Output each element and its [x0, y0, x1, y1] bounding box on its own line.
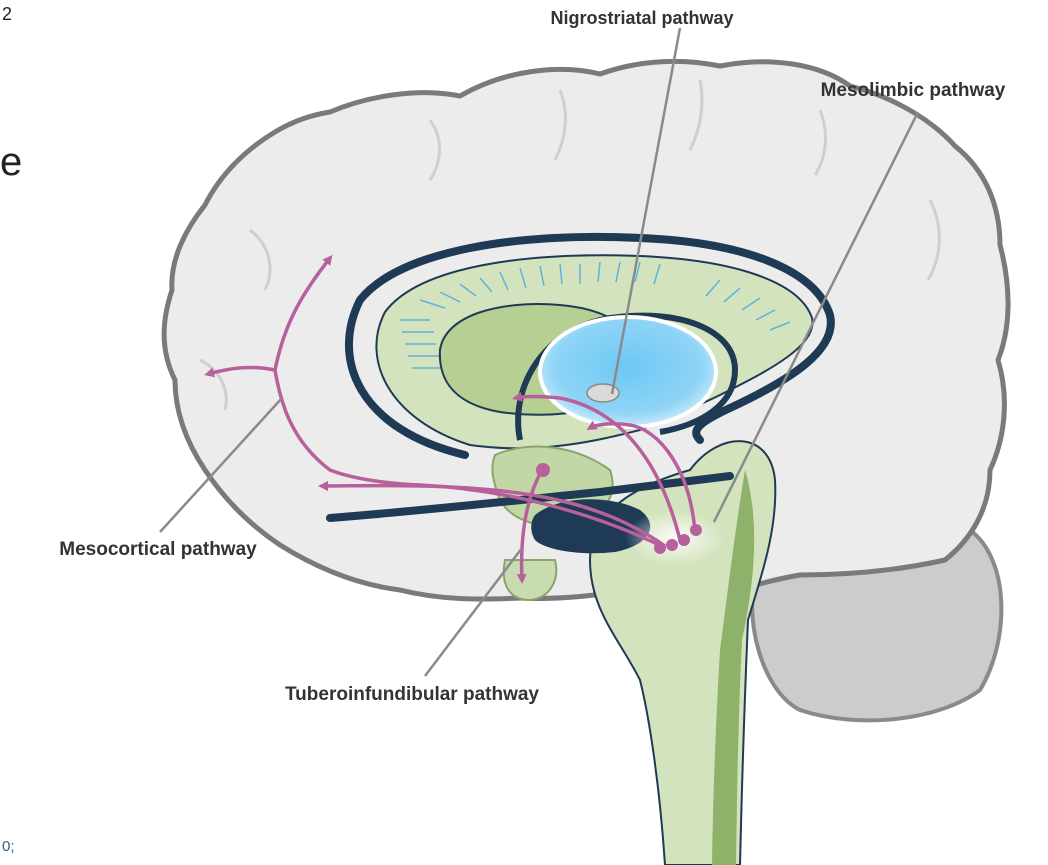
label-mesolimbic: Mesolimbic pathway: [821, 80, 1006, 101]
label-tuberoinfundibular: Tuberoinfundibular pathway: [285, 684, 539, 705]
striatum: [540, 317, 716, 427]
origin-dot: [654, 542, 666, 554]
origin-dot: [690, 524, 702, 536]
label-mesocortical: Mesocortical pathway: [59, 539, 257, 560]
origin-dot: [666, 539, 678, 551]
arcuate-dot: [536, 463, 550, 477]
origin-dot: [678, 534, 690, 546]
label-nigrostriatal: Nigrostriatal pathway: [550, 8, 733, 28]
